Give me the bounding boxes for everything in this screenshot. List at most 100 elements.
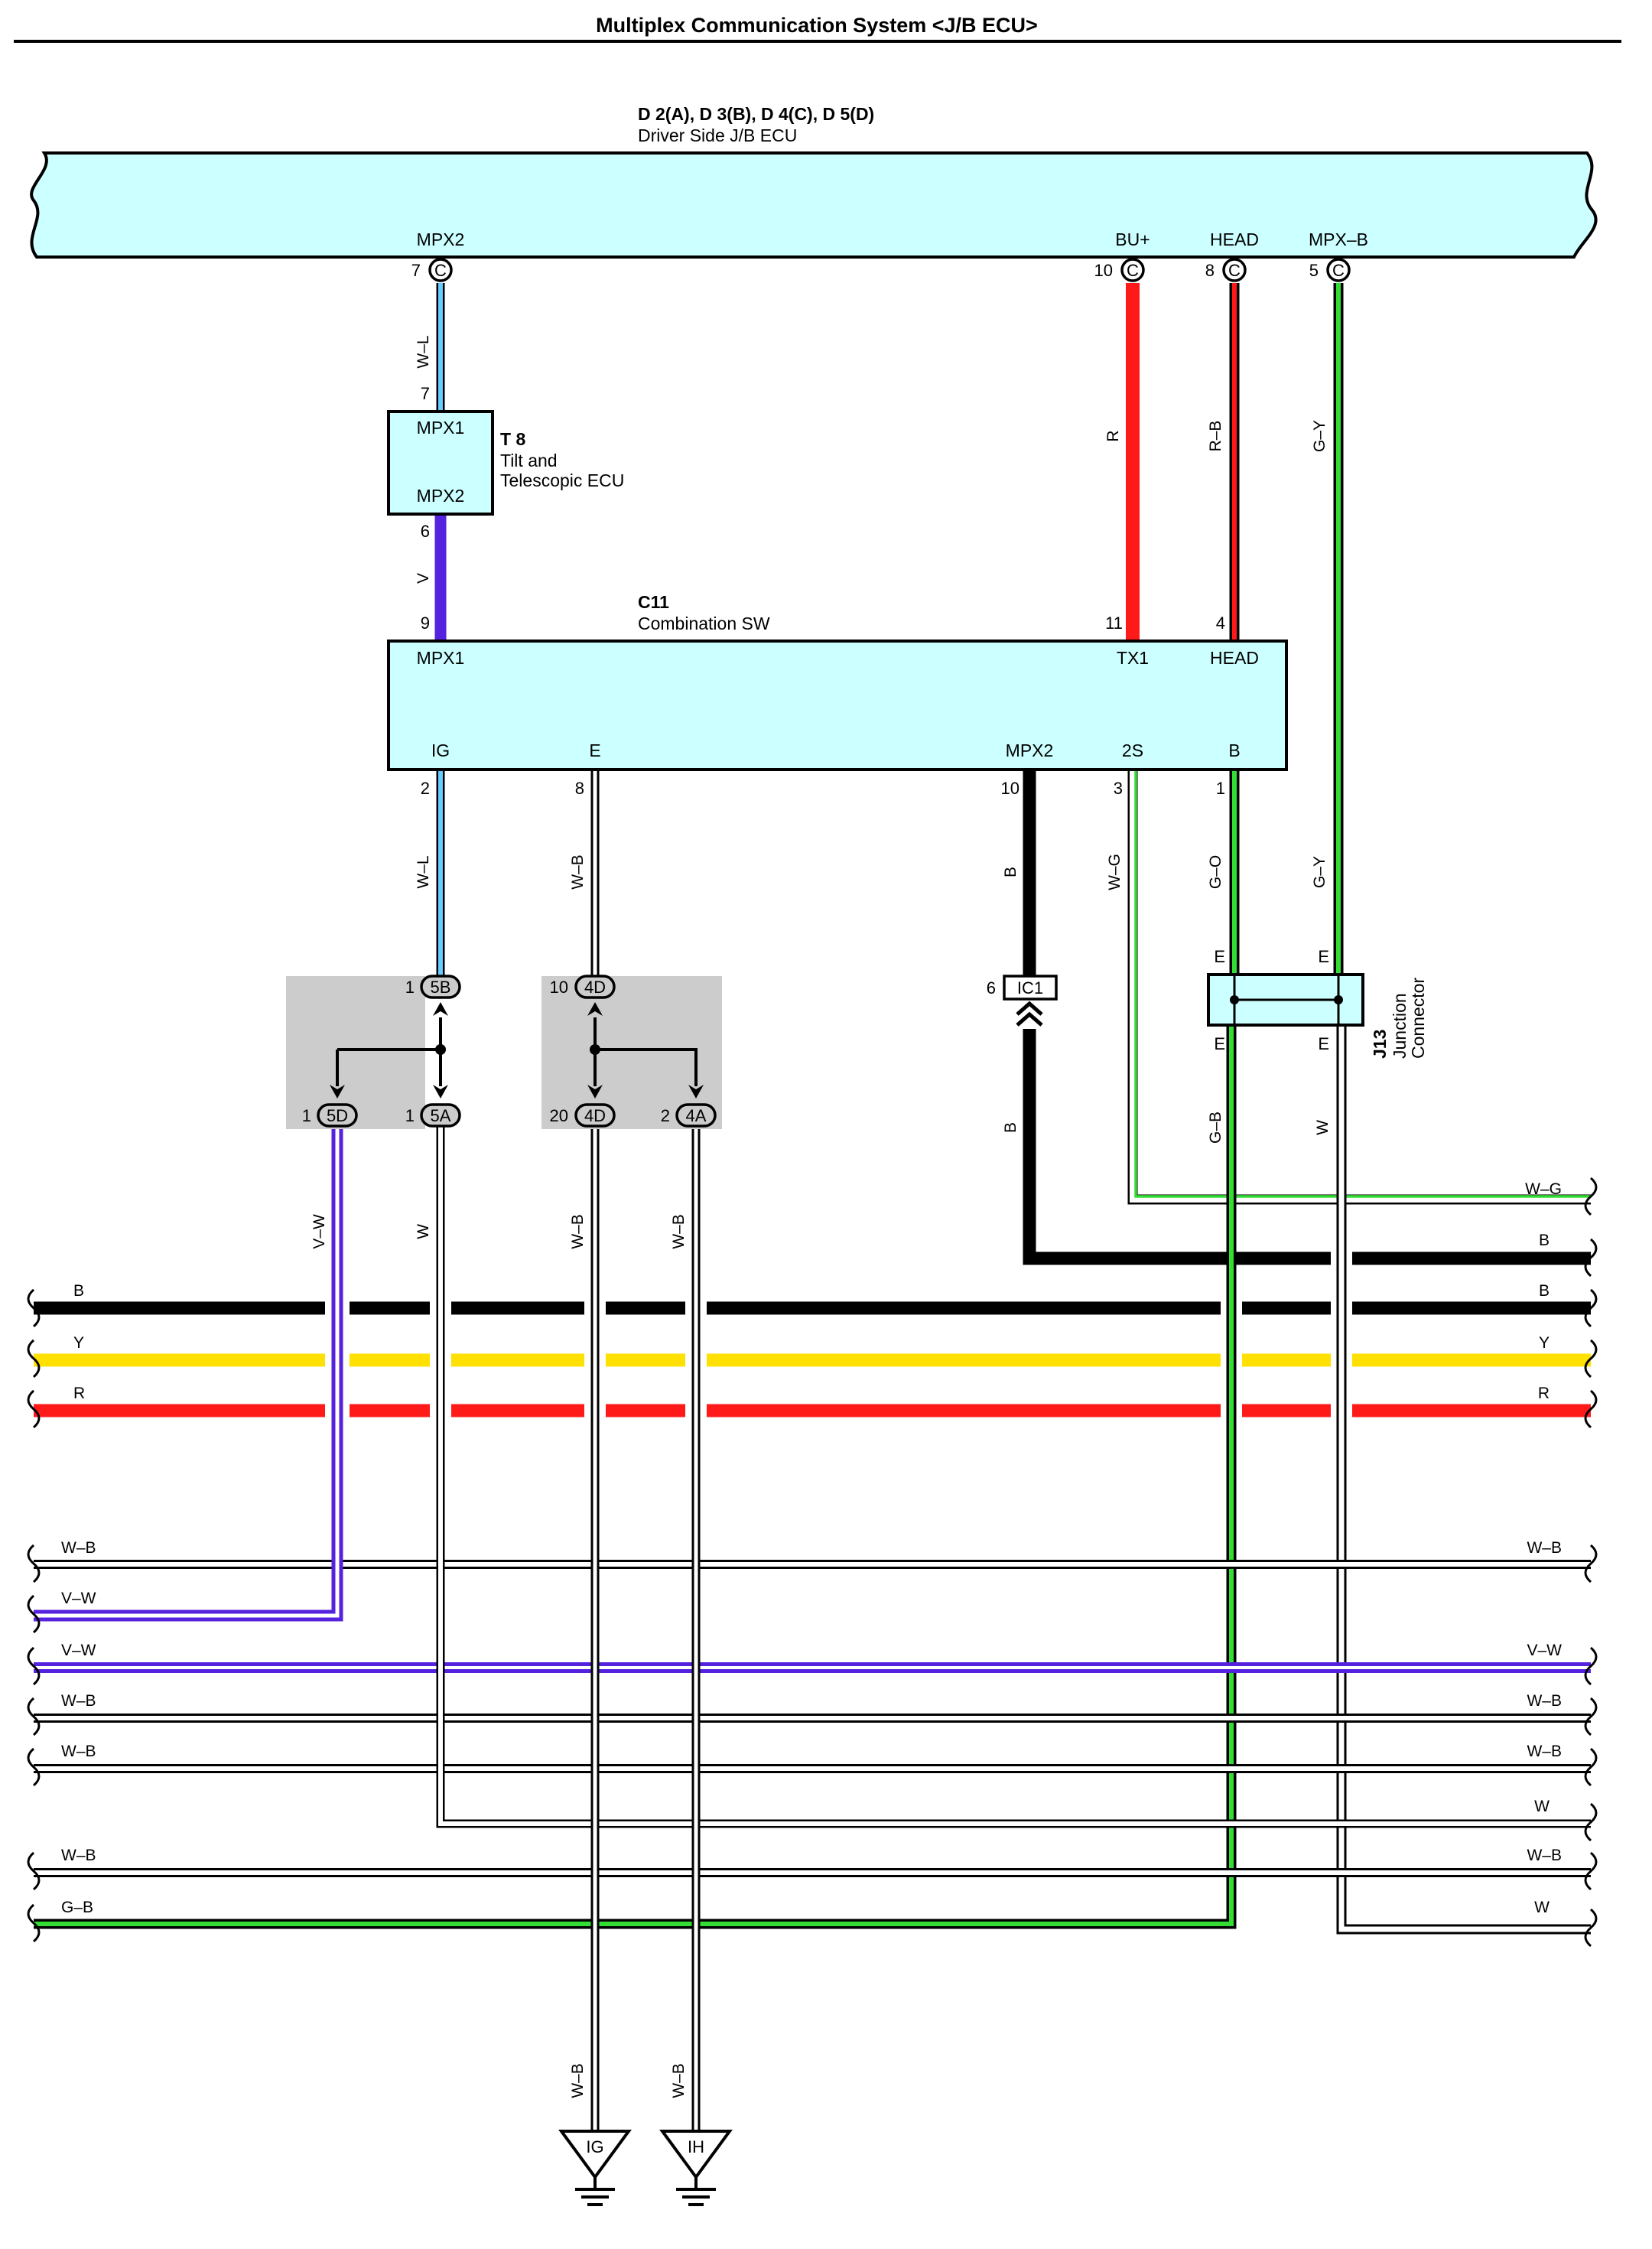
ground-ig-symbol [575, 2177, 615, 2206]
c11-top-mpx1-label: MPX1 [417, 648, 465, 668]
right-label-vw: V–W [1527, 1642, 1562, 1659]
label-wb-ground2: W–B [670, 2063, 688, 2098]
label-gy-mid: G–Y [1311, 856, 1328, 888]
ground-ig-triangle [558, 2130, 632, 2180]
label-r: R [1104, 430, 1122, 441]
jb-ecu-bar [30, 151, 1598, 259]
jb1-arrow-left [330, 1085, 345, 1098]
c11-bot-e-num: 8 [575, 779, 584, 798]
ic1-box [1003, 975, 1058, 1001]
left-label-wb2: W–B [61, 1692, 96, 1710]
j13-name-2: Connector [1408, 978, 1428, 1059]
jb2-right-pin: 2 [661, 1106, 670, 1125]
jb1-right-oval [420, 1103, 461, 1128]
j13-node-right [1334, 995, 1343, 1004]
jb1-arrow-right [433, 1085, 448, 1098]
label-wb-mid: W–B [569, 854, 587, 890]
t8-pin-top-label: MPX1 [417, 418, 465, 438]
c11-top-tx1-label: TX1 [1117, 648, 1149, 668]
label-gb-lower: G–B [1207, 1111, 1224, 1144]
jb2-right-oval [675, 1103, 717, 1128]
jb-pin-mpxb-num: 5 [1309, 261, 1319, 280]
ic1-chevrons [1016, 1001, 1043, 1027]
jb1-top-code: 5B [431, 978, 451, 997]
jb-pin-mpxb [1326, 258, 1351, 282]
label-rb: R–B [1207, 421, 1224, 452]
j13-pin-tl: E [1214, 947, 1225, 966]
jb1-left-code: 5D [327, 1106, 348, 1125]
right-label-r: R [1538, 1385, 1550, 1402]
jb-pin-bu [1120, 258, 1145, 282]
jb2-right-code: 4A [686, 1106, 707, 1125]
label-b-lower: B [1002, 1122, 1019, 1133]
jb1-right-code: 5A [431, 1106, 451, 1125]
t8-pin-bottom-num: 6 [421, 522, 430, 541]
c11-bot-mpx2-label: MPX2 [1006, 740, 1054, 760]
t8-ecu-box [387, 410, 494, 516]
label-wl-mid: W–L [415, 855, 432, 888]
j13-pin-tr: E [1318, 947, 1329, 966]
jb1-left-pin: 1 [302, 1106, 311, 1125]
ic1-pin: 6 [987, 978, 996, 998]
jb2-left-oval [574, 1103, 616, 1128]
jb-ecu-term-bu-label: BU+ [1115, 229, 1150, 249]
vertical-wire-labels: W–L V R R–B G–Y W–L W–B B W–G G–O G–Y B … [311, 335, 1332, 2098]
jb2-top-code: 4D [584, 978, 606, 997]
jb1-right-pin: 1 [405, 1106, 415, 1125]
jb2-left-pin: 20 [550, 1106, 568, 1125]
ground-ih-symbol [676, 2177, 716, 2206]
jb-ecu-pins: C 7 C 10 C 8 C 5 [411, 258, 1351, 282]
wire-b-lower [1023, 1029, 1591, 1265]
jb-pin-mpxb-code: C [1332, 261, 1345, 280]
jb-ecu-connectors: D 2(A), D 3(B), D 4(C), D 5(D) [638, 104, 874, 124]
jb-pin-mpx2 [428, 258, 453, 282]
wire-gb-outline [34, 1025, 1237, 1929]
jb-pin-bu-code: C [1127, 261, 1139, 280]
left-label-b: B [73, 1282, 84, 1300]
jb1-node [435, 1044, 446, 1055]
j13-pin-bl: E [1214, 1034, 1225, 1053]
jb-pin-mpx2-code: C [434, 261, 447, 280]
ic1-connector: IC1 6 [987, 975, 1058, 1027]
label-wb-vert1: W–B [569, 1214, 587, 1249]
j13-id: J13 [1370, 1030, 1390, 1059]
jb-pin-head-num: 8 [1205, 261, 1215, 280]
t8-name-2: Telescopic ECU [500, 470, 624, 490]
right-label-wb3: W–B [1527, 1743, 1562, 1760]
label-b-mid: B [1002, 867, 1019, 877]
junction-block-2: 4D 10 4D 20 4A 2 [541, 975, 722, 1129]
crossings [325, 1247, 1352, 1421]
c11-bot-b-num: 1 [1216, 779, 1225, 798]
right-label-w1: W [1534, 1798, 1550, 1815]
t8-name-1: Tilt and [500, 451, 558, 470]
jb2-arrow-left [587, 1085, 603, 1098]
left-label-r: R [73, 1385, 85, 1402]
wire-wg-white [1130, 771, 1591, 1203]
left-label-y: Y [73, 1334, 84, 1352]
wire-wg-green [1134, 771, 1591, 1198]
ic1-code: IC1 [1017, 978, 1043, 998]
left-label-wb4: W–B [61, 1847, 96, 1864]
jb-ecu-term-head-label: HEAD [1210, 229, 1259, 249]
c11-top-tx1-num: 11 [1105, 614, 1123, 633]
c11-id: C11 [638, 592, 669, 612]
ground-ig-label: IG [586, 2137, 603, 2156]
left-label-wb1: W–B [61, 1539, 96, 1557]
label-wg-mid: W–G [1106, 854, 1124, 890]
jb2-top-pin: 10 [550, 978, 568, 997]
left-label-vw2: V–W [61, 1642, 96, 1659]
c11-name: Combination SW [638, 614, 770, 633]
jb1-arrow-up [433, 1002, 448, 1016]
right-label-y: Y [1539, 1334, 1550, 1352]
wavy-edges [27, 1177, 1598, 1948]
left-label-wb3: W–B [61, 1743, 96, 1760]
left-label-vw1: V–W [61, 1590, 96, 1607]
ground-ih: IH [659, 2130, 733, 2206]
c11-bot-ig-label: IG [431, 740, 450, 760]
ground-ih-label: IH [688, 2137, 704, 2156]
jb1-left-oval [317, 1103, 358, 1128]
right-label-wb4: W–B [1527, 1847, 1562, 1864]
label-wb-vert2: W–B [670, 1214, 688, 1249]
j13-connector: E E E E J13 Junction Connector [1207, 947, 1428, 1059]
jb-ecu-name: Driver Side J/B ECU [638, 125, 797, 145]
